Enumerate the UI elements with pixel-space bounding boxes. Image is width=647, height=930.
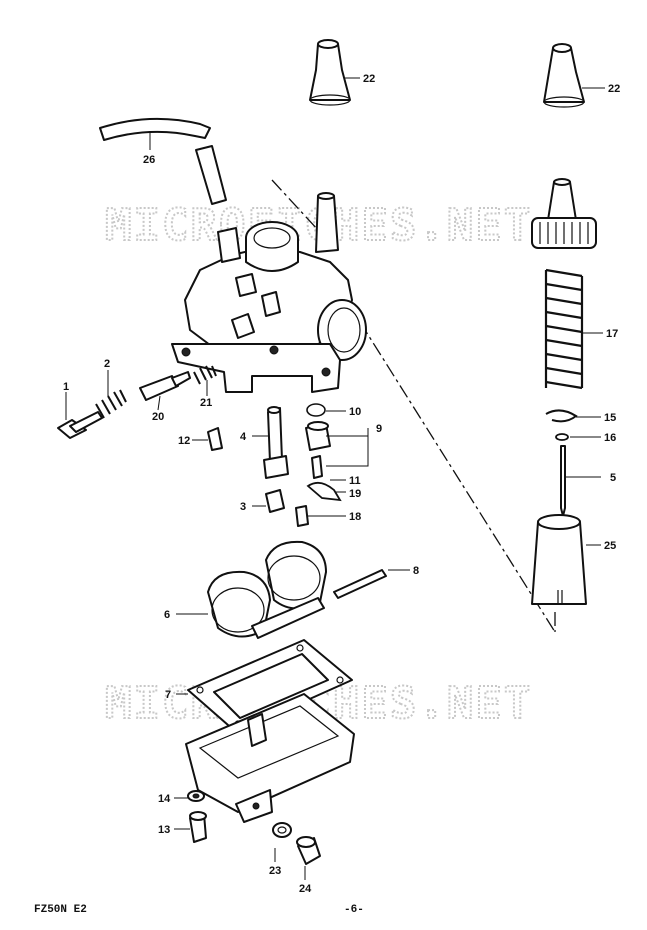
float-chamber <box>185 693 355 823</box>
callout-8: 8 <box>413 565 419 577</box>
callout-24: 24 <box>299 883 312 895</box>
callout-5: 5 <box>610 472 616 484</box>
callout-9: 9 <box>376 423 382 435</box>
callout-25: 25 <box>604 540 616 552</box>
callout-1: 1 <box>63 381 69 393</box>
callout-13: 13 <box>158 824 170 836</box>
footer-page-number: -6- <box>344 904 364 916</box>
reference-line-diagonal <box>359 321 556 633</box>
fuel-hose <box>99 117 227 205</box>
callout-16: 16 <box>604 432 616 444</box>
starter-spring <box>193 365 217 385</box>
o-ring <box>272 822 292 838</box>
drain-screw-washer <box>187 790 205 802</box>
callout-3: 3 <box>240 501 246 513</box>
main-jet <box>265 489 285 513</box>
callout-23: 23 <box>269 865 281 877</box>
float-valve-seat <box>305 403 331 479</box>
callout-15: 15 <box>604 412 616 424</box>
throttle-spring <box>544 268 584 390</box>
mixing-chamber-top <box>531 178 597 249</box>
starter-plunger <box>139 371 191 401</box>
float-assembly <box>207 540 327 639</box>
chamber-screw <box>189 811 207 843</box>
callout-17: 17 <box>606 328 618 340</box>
callout-10: 10 <box>349 406 361 418</box>
callout-22-right: 22 <box>608 83 620 95</box>
callout-2: 2 <box>104 358 110 370</box>
needle-clip <box>545 409 578 441</box>
drain-plug <box>296 836 321 865</box>
throttle-valve <box>531 514 587 605</box>
callout-14: 14 <box>158 793 171 805</box>
callout-4: 4 <box>240 431 247 443</box>
cap-rubber-right <box>543 43 585 108</box>
callout-6: 6 <box>164 609 170 621</box>
callout-20: 20 <box>152 411 164 423</box>
callout-11: 11 <box>349 475 361 487</box>
callout-labels: 22 22 26 17 15 16 5 25 1 2 20 21 12 4 3 … <box>63 73 620 895</box>
callout-26: 26 <box>143 154 155 166</box>
cap-rubber-left <box>309 39 351 106</box>
callout-12: 12 <box>178 435 190 447</box>
needle-jet <box>263 406 289 479</box>
carburetor-body <box>171 192 367 393</box>
pilot-screw-spring <box>95 389 127 419</box>
pilot-jet <box>207 427 223 451</box>
leader-lines <box>65 77 605 880</box>
callout-19: 19 <box>349 488 361 500</box>
callout-18: 18 <box>349 511 361 523</box>
plate-and-screw <box>295 481 342 527</box>
reference-line-top <box>271 179 319 231</box>
footer-model-code: FZ50N E2 <box>34 904 87 916</box>
pilot-screw <box>57 411 103 439</box>
callout-7: 7 <box>165 689 171 701</box>
callout-21: 21 <box>200 397 212 409</box>
float-pin <box>333 569 387 599</box>
callout-22-left: 22 <box>363 73 375 85</box>
jet-needle <box>560 445 566 517</box>
float-chamber-gasket <box>187 639 353 733</box>
